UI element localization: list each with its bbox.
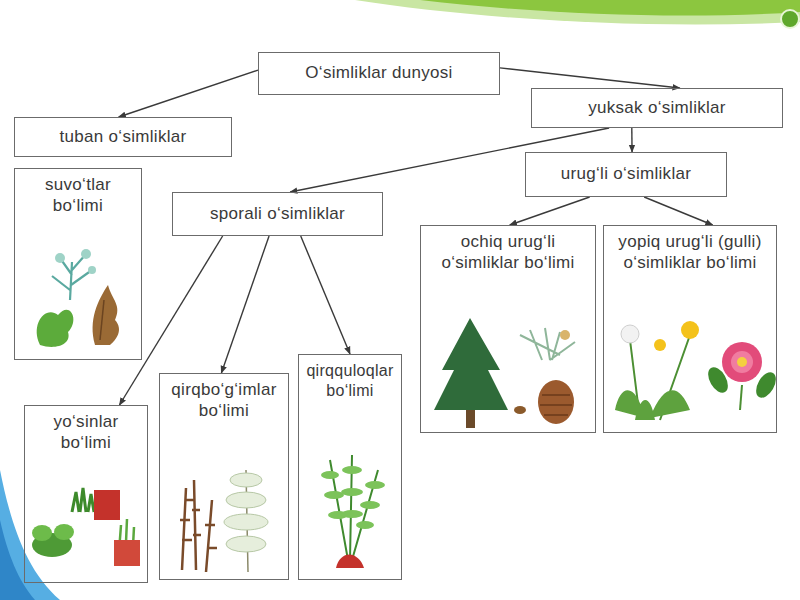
- arrow-connector: [119, 236, 222, 405]
- division-box: ochiq urug‘li o‘simliklar bo‘limi: [420, 225, 596, 433]
- box-label: qirqquloqlar bo‘limi: [299, 361, 401, 400]
- box-label: yuksak o‘simliklar: [583, 98, 731, 119]
- arrow-connector: [119, 70, 258, 117]
- group-box: sporali o‘simliklar: [172, 192, 383, 236]
- box-label: O‘simliklar dunyosi: [300, 63, 457, 84]
- box-label: qirqbo‘g‘imlar bo‘limi: [160, 380, 288, 421]
- division-box: yo‘sinlar bo‘limi: [24, 405, 148, 583]
- fern-picture: [321, 455, 385, 568]
- moss-picture: [32, 488, 140, 566]
- group-box: yuksak o‘simliklar: [531, 88, 783, 128]
- blue-corner: [0, 470, 60, 600]
- division-box: suvo‘tlar bo‘limi: [14, 168, 142, 360]
- root-box: O‘simliklar dunyosi: [258, 52, 500, 95]
- arrow-connector: [510, 197, 590, 225]
- flower-picture: [615, 321, 780, 420]
- division-box: qirqbo‘g‘imlar bo‘limi: [159, 373, 289, 580]
- arrow-connector: [631, 128, 633, 152]
- green-band: [420, 0, 800, 16]
- box-label: urug‘li o‘simliklar: [556, 164, 696, 185]
- arrow-connector: [301, 236, 350, 354]
- group-box: tuban o‘simliklar: [14, 117, 232, 157]
- box-label: yo‘sinlar bo‘limi: [25, 412, 147, 453]
- conifer-picture: [434, 318, 575, 428]
- box-label: yopiq urug‘li (gulli) o‘simliklar bo‘lim…: [604, 232, 776, 273]
- box-label: sporali o‘simliklar: [205, 204, 350, 225]
- box-label: suvo‘tlar bo‘limi: [15, 175, 141, 216]
- arrow-connector: [644, 197, 712, 225]
- arrow-connector: [221, 236, 269, 373]
- blue-corner: [0, 520, 35, 600]
- horsetail-whorls: [224, 473, 268, 552]
- algae-picture: [37, 249, 119, 347]
- box-label: ochiq urug‘li o‘simliklar bo‘limi: [421, 232, 595, 273]
- gloss-dot: [781, 10, 799, 28]
- green-band: [355, 0, 800, 25]
- arrow-connector: [500, 68, 680, 88]
- division-box: yopiq urug‘li (gulli) o‘simliklar bo‘lim…: [603, 225, 777, 433]
- division-box: qirqquloqlar bo‘limi: [298, 354, 402, 580]
- group-box: urug‘li o‘simliklar: [525, 152, 727, 197]
- box-label: tuban o‘simliklar: [55, 127, 192, 148]
